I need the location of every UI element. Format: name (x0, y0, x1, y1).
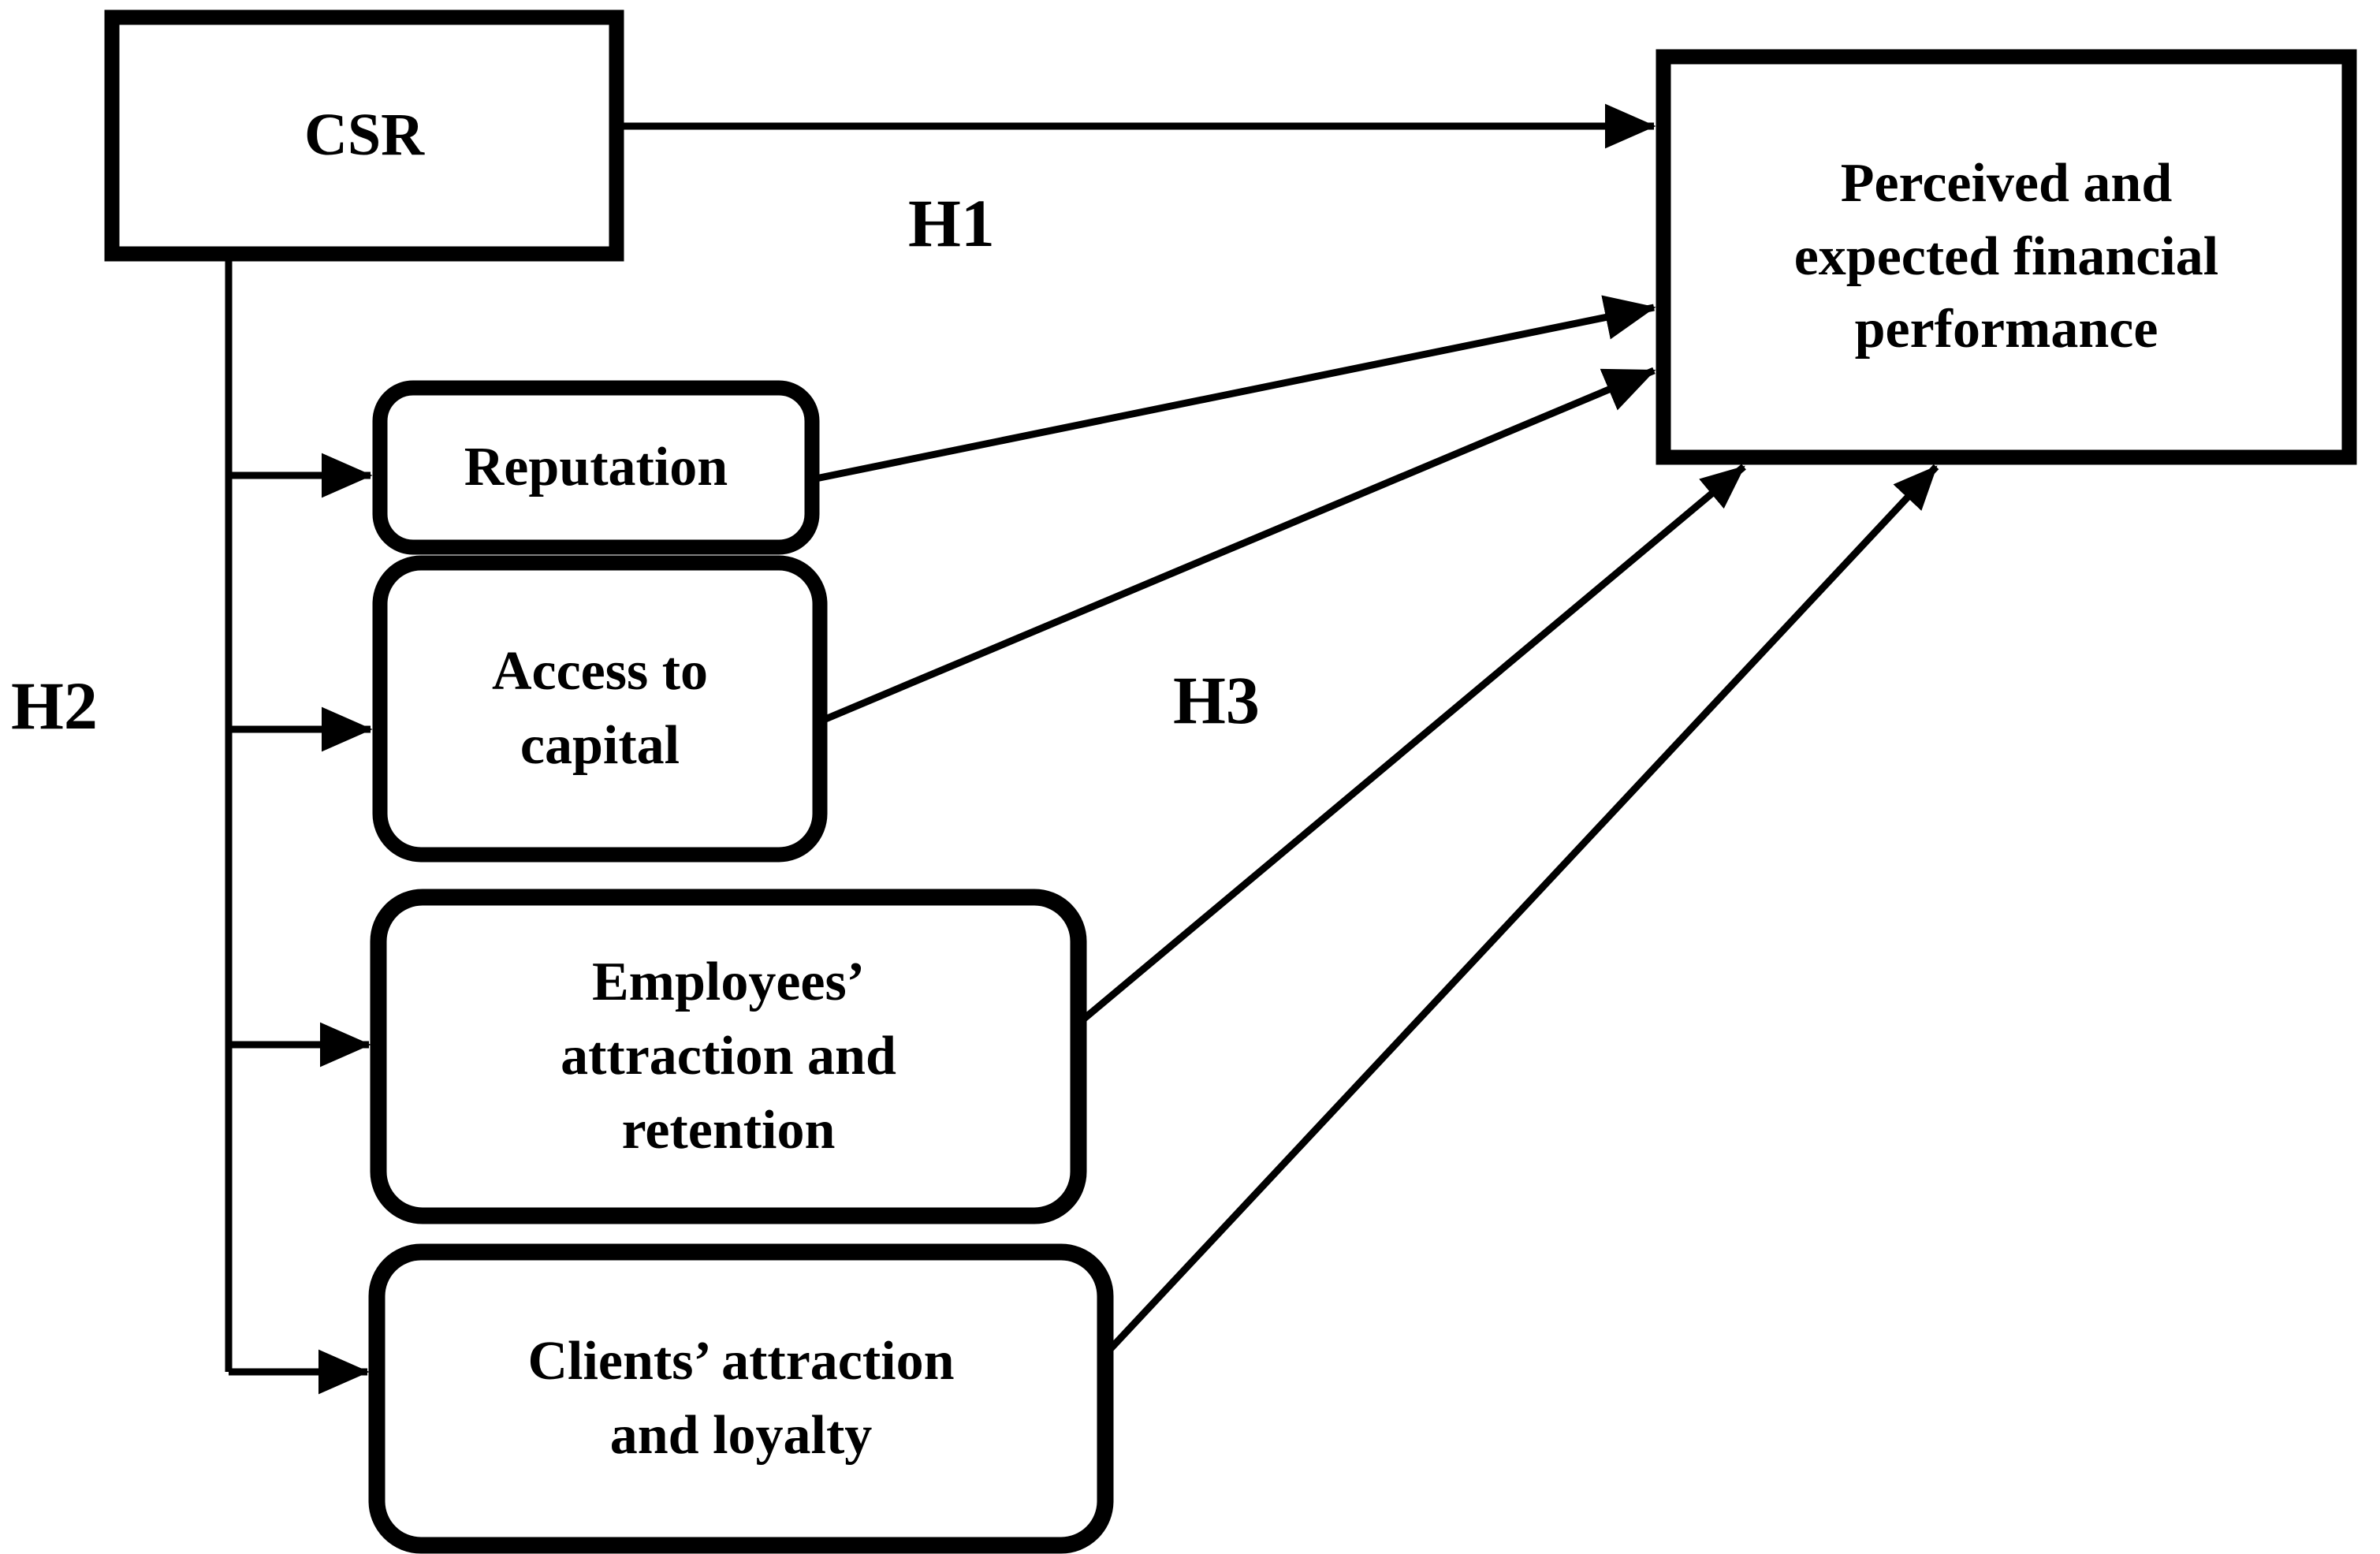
hypothesis-label-h2: H2 (11, 668, 98, 743)
edge-clients-to-outcome (1101, 464, 1939, 1359)
node-access-to-capital (372, 555, 828, 863)
node-outcome (1656, 49, 2357, 465)
node-reputation (372, 380, 820, 555)
hypothesis-label-h3: H3 (1173, 662, 1260, 738)
node-employees (370, 889, 1087, 1224)
edge-employees-to-outcome (1076, 464, 1746, 1027)
edge-reputation-to-outcome (811, 295, 1656, 483)
node-csr (104, 9, 624, 262)
hypothesis-label-h1: H1 (908, 185, 995, 261)
node-clients (368, 1243, 1114, 1554)
edge-access-to-capital-to-outcome (818, 367, 1656, 725)
